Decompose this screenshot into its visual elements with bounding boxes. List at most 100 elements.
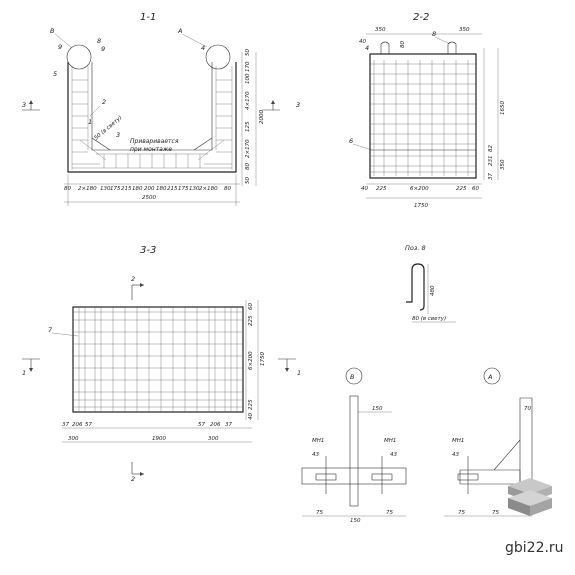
callout-1: 1	[88, 118, 92, 126]
svg-text:75: 75	[316, 510, 323, 516]
svg-text:225: 225	[456, 186, 467, 192]
svg-text:75: 75	[386, 510, 393, 516]
svg-text:170: 170	[245, 61, 251, 72]
svg-text:37: 37	[62, 422, 69, 428]
node-b-label-mn1-right: МН1	[384, 438, 396, 444]
title-section-3-3: 3-3	[140, 245, 156, 256]
svg-text:300: 300	[68, 436, 79, 442]
callout-4: 4	[201, 44, 205, 52]
svg-text:225: 225	[248, 399, 254, 410]
svg-text:200: 200	[144, 186, 155, 192]
lifting-loop-right	[447, 41, 457, 54]
svg-text:100: 100	[245, 73, 251, 84]
section-mark-3-left: 3	[22, 100, 40, 111]
section-3-3-right-dims: 60 225 6×200 225 40 1750	[245, 300, 266, 420]
callout-2: 2	[102, 98, 106, 106]
hook-bar	[406, 263, 425, 311]
callout-9a: 9	[58, 43, 62, 51]
node-a-detail: А 70 МН1 43 75 75	[444, 367, 533, 517]
section-1-1-bottom-dims: 80 2×180 130 175 215 180 200 180 215 175…	[64, 174, 240, 206]
callout-7: 7	[48, 326, 53, 334]
svg-text:2: 2	[131, 275, 135, 283]
node-b-dim-43a: 43	[312, 452, 319, 458]
section-mark-1-right: 1	[278, 358, 301, 377]
svg-text:130: 130	[100, 186, 111, 192]
pos-8-width: 80 (в свету)	[412, 316, 446, 322]
svg-text:215: 215	[167, 186, 178, 192]
overall-width-1750: 1750	[414, 203, 428, 209]
frame-rebar-grid	[370, 60, 476, 176]
svg-text:3: 3	[296, 101, 300, 109]
right-wall-rebar	[204, 66, 233, 170]
overall-width-2500: 2500	[142, 195, 156, 201]
plan-outline	[72, 306, 244, 413]
bottom-slab-rebar	[72, 139, 232, 169]
section-2-2: 2-2 350 80 350 8 40 4 6	[349, 12, 506, 209]
svg-text:80: 80	[224, 186, 231, 192]
overall-height-2000: 2000	[259, 110, 265, 124]
node-a-circle	[483, 367, 501, 385]
svg-text:350: 350	[459, 27, 470, 33]
svg-text:75: 75	[492, 510, 499, 516]
title-pos-8: Поз. 8	[405, 244, 426, 252]
node-a-base	[459, 469, 521, 485]
svg-text:80: 80	[245, 163, 251, 170]
svg-text:37: 37	[225, 422, 232, 428]
svg-text:50: 50	[245, 177, 251, 184]
node-a-dim-43: 43	[452, 452, 459, 458]
svg-text:206: 206	[72, 422, 83, 428]
section-mark-3-right: 3	[262, 100, 300, 111]
svg-text:215: 215	[121, 186, 132, 192]
callout-b: В	[50, 27, 55, 35]
section-3-3-bottom-dims: 37 206 57 57 206 37 300 1900 300	[62, 422, 252, 443]
node-a-haunch	[493, 439, 521, 471]
u-inner-outline	[91, 62, 213, 151]
overall-height-1750: 1750	[260, 352, 266, 366]
svg-text:130: 130	[189, 186, 200, 192]
svg-text:60: 60	[472, 186, 479, 192]
svg-text:350: 350	[375, 27, 386, 33]
svg-text:1: 1	[22, 369, 26, 377]
svg-text:180: 180	[156, 186, 167, 192]
node-b-detail: В 150 МН1 МН1 43 43 75 150 75	[301, 367, 407, 524]
watermark-logo	[508, 478, 552, 516]
section-1-1-callouts: В 9 8 9 А 5 2 1 3 4	[50, 27, 208, 139]
svg-text:2: 2	[131, 475, 135, 483]
svg-text:225: 225	[248, 315, 254, 326]
node-b-label: В	[350, 373, 355, 381]
section-1-1: 1-1	[22, 12, 300, 206]
node-b-dim-43b: 43	[390, 452, 397, 458]
svg-text:1: 1	[297, 369, 301, 377]
svg-text:60: 60	[248, 303, 254, 310]
callout-3: 3	[116, 131, 120, 139]
svg-text:206: 206	[210, 422, 221, 428]
callout-9b: 9	[101, 45, 105, 53]
svg-text:57: 57	[85, 422, 92, 428]
u-haunch-lines	[91, 137, 213, 151]
svg-text:300: 300	[208, 436, 219, 442]
section-mark-2-bottom: 2	[131, 462, 144, 483]
svg-text:225: 225	[376, 186, 387, 192]
svg-text:4×170: 4×170	[245, 91, 251, 110]
node-a-top-dim: 70	[524, 406, 531, 412]
svg-text:40: 40	[248, 413, 254, 420]
svg-text:6×200: 6×200	[410, 186, 429, 192]
node-b-base	[301, 467, 407, 485]
svg-text:175: 175	[178, 186, 189, 192]
node-b-label-mn1-left: МН1	[312, 438, 324, 444]
node-a-label: А	[487, 373, 492, 381]
pos-8-height: 480	[430, 285, 436, 296]
svg-text:2×170: 2×170	[245, 139, 251, 158]
frame-outline	[369, 53, 477, 179]
callout-8-2-2: 8	[432, 30, 436, 38]
svg-text:231: 231	[488, 156, 494, 167]
callout-a: А	[177, 27, 182, 35]
section-2-2-right-dims: 1650 82 350 37 231	[483, 48, 506, 180]
svg-text:150: 150	[350, 518, 361, 524]
svg-text:2×180: 2×180	[78, 186, 97, 192]
node-a-label-mn1: МН1	[452, 438, 464, 444]
svg-text:125: 125	[245, 121, 251, 132]
svg-text:50: 50	[245, 49, 251, 56]
weld-note-line1: Приваривается	[130, 138, 179, 145]
